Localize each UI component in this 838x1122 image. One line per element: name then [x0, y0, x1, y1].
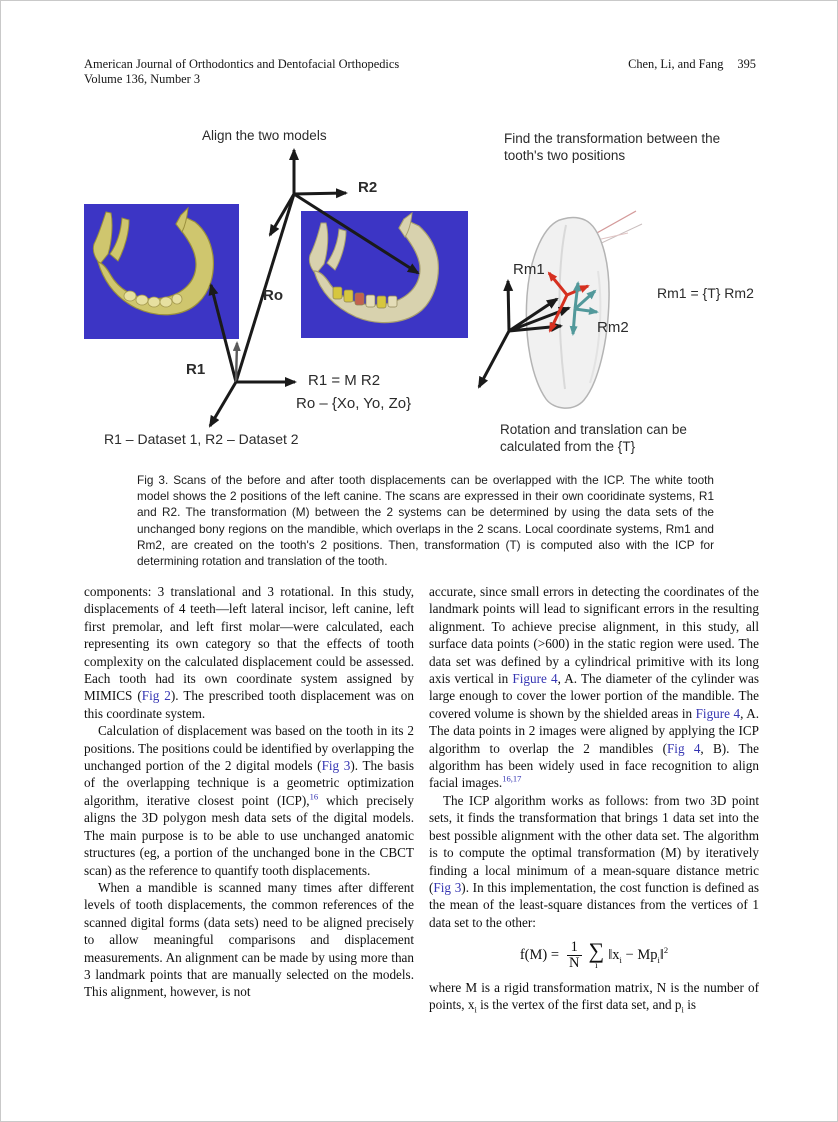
align-models-label: Align the two models	[202, 128, 327, 143]
page-header: American Journal of Orthodontics and Den…	[84, 57, 756, 87]
paragraph: accurate, since small errors in detectin…	[429, 584, 760, 791]
authors: Chen, Li, and Fang	[628, 57, 724, 71]
mandible-scan-right	[301, 211, 468, 338]
journal-title: American Journal of Orthodontics and Den…	[84, 57, 400, 71]
figure-3: Align the two models Find the transforma…	[76, 121, 776, 469]
rm1-label: Rm1	[513, 261, 545, 278]
datasets-label: R1 – Dataset 1, R2 – Dataset 2	[104, 431, 299, 447]
figure-caption: Fig 3. Scans of the before and after too…	[137, 473, 714, 569]
find-transformation-label: Find the transformation between the toot…	[504, 131, 721, 163]
rm-equation: Rm1 = {T} Rm2	[657, 285, 754, 301]
mandible-scan-left	[84, 204, 239, 339]
journal-info: American Journal of Orthodontics and Den…	[84, 57, 399, 87]
paragraph: When a mandible is scanned many times af…	[84, 879, 414, 1000]
formula-rhs: ‖xi − Mpi‖2	[608, 945, 669, 966]
page-number: 395	[737, 57, 756, 71]
teeth-row-right	[332, 286, 398, 309]
paragraph: where M is a rigid transformation matrix…	[429, 979, 759, 1015]
ro-equation: Ro – {Xo, Yo, Zo}	[296, 395, 412, 412]
summation-symbol: ∑ i	[588, 938, 605, 971]
r1-label: R1	[186, 361, 206, 378]
authors-page: Chen, Li, and Fang 395	[628, 57, 756, 87]
paragraph: The ICP algorithm works as follows: from…	[429, 792, 760, 930]
teeth-row-left	[123, 290, 183, 308]
r1-equation: R1 = M R2	[308, 372, 381, 389]
r2-label: R2	[358, 179, 378, 196]
paragraph: components: 3 translational and 3 rotati…	[84, 584, 414, 721]
formula-fraction: 1 N	[565, 939, 583, 971]
rm2-label: Rm2	[597, 319, 629, 336]
icp-cost-function-formula: f(M) = 1 N ∑ i ‖xi − Mpi‖2	[429, 938, 759, 971]
journal-volume: Volume 136, Number 3	[84, 72, 201, 86]
alignment-arrows	[208, 148, 420, 428]
rotation-translation-label: Rotation and translation can be calculat…	[500, 422, 687, 454]
text-column-left: components: 3 translational and 3 rotati…	[84, 583, 414, 1001]
text-column-right: accurate, since small errors in detectin…	[429, 583, 760, 1015]
formula-lhs: f(M) =	[519, 947, 560, 964]
paragraph: Calculation of displacement was based on…	[84, 723, 414, 878]
ro-label: Ro	[263, 287, 283, 304]
rm2-axes-arrows	[569, 281, 599, 336]
figure-3-graphic	[84, 148, 643, 428]
